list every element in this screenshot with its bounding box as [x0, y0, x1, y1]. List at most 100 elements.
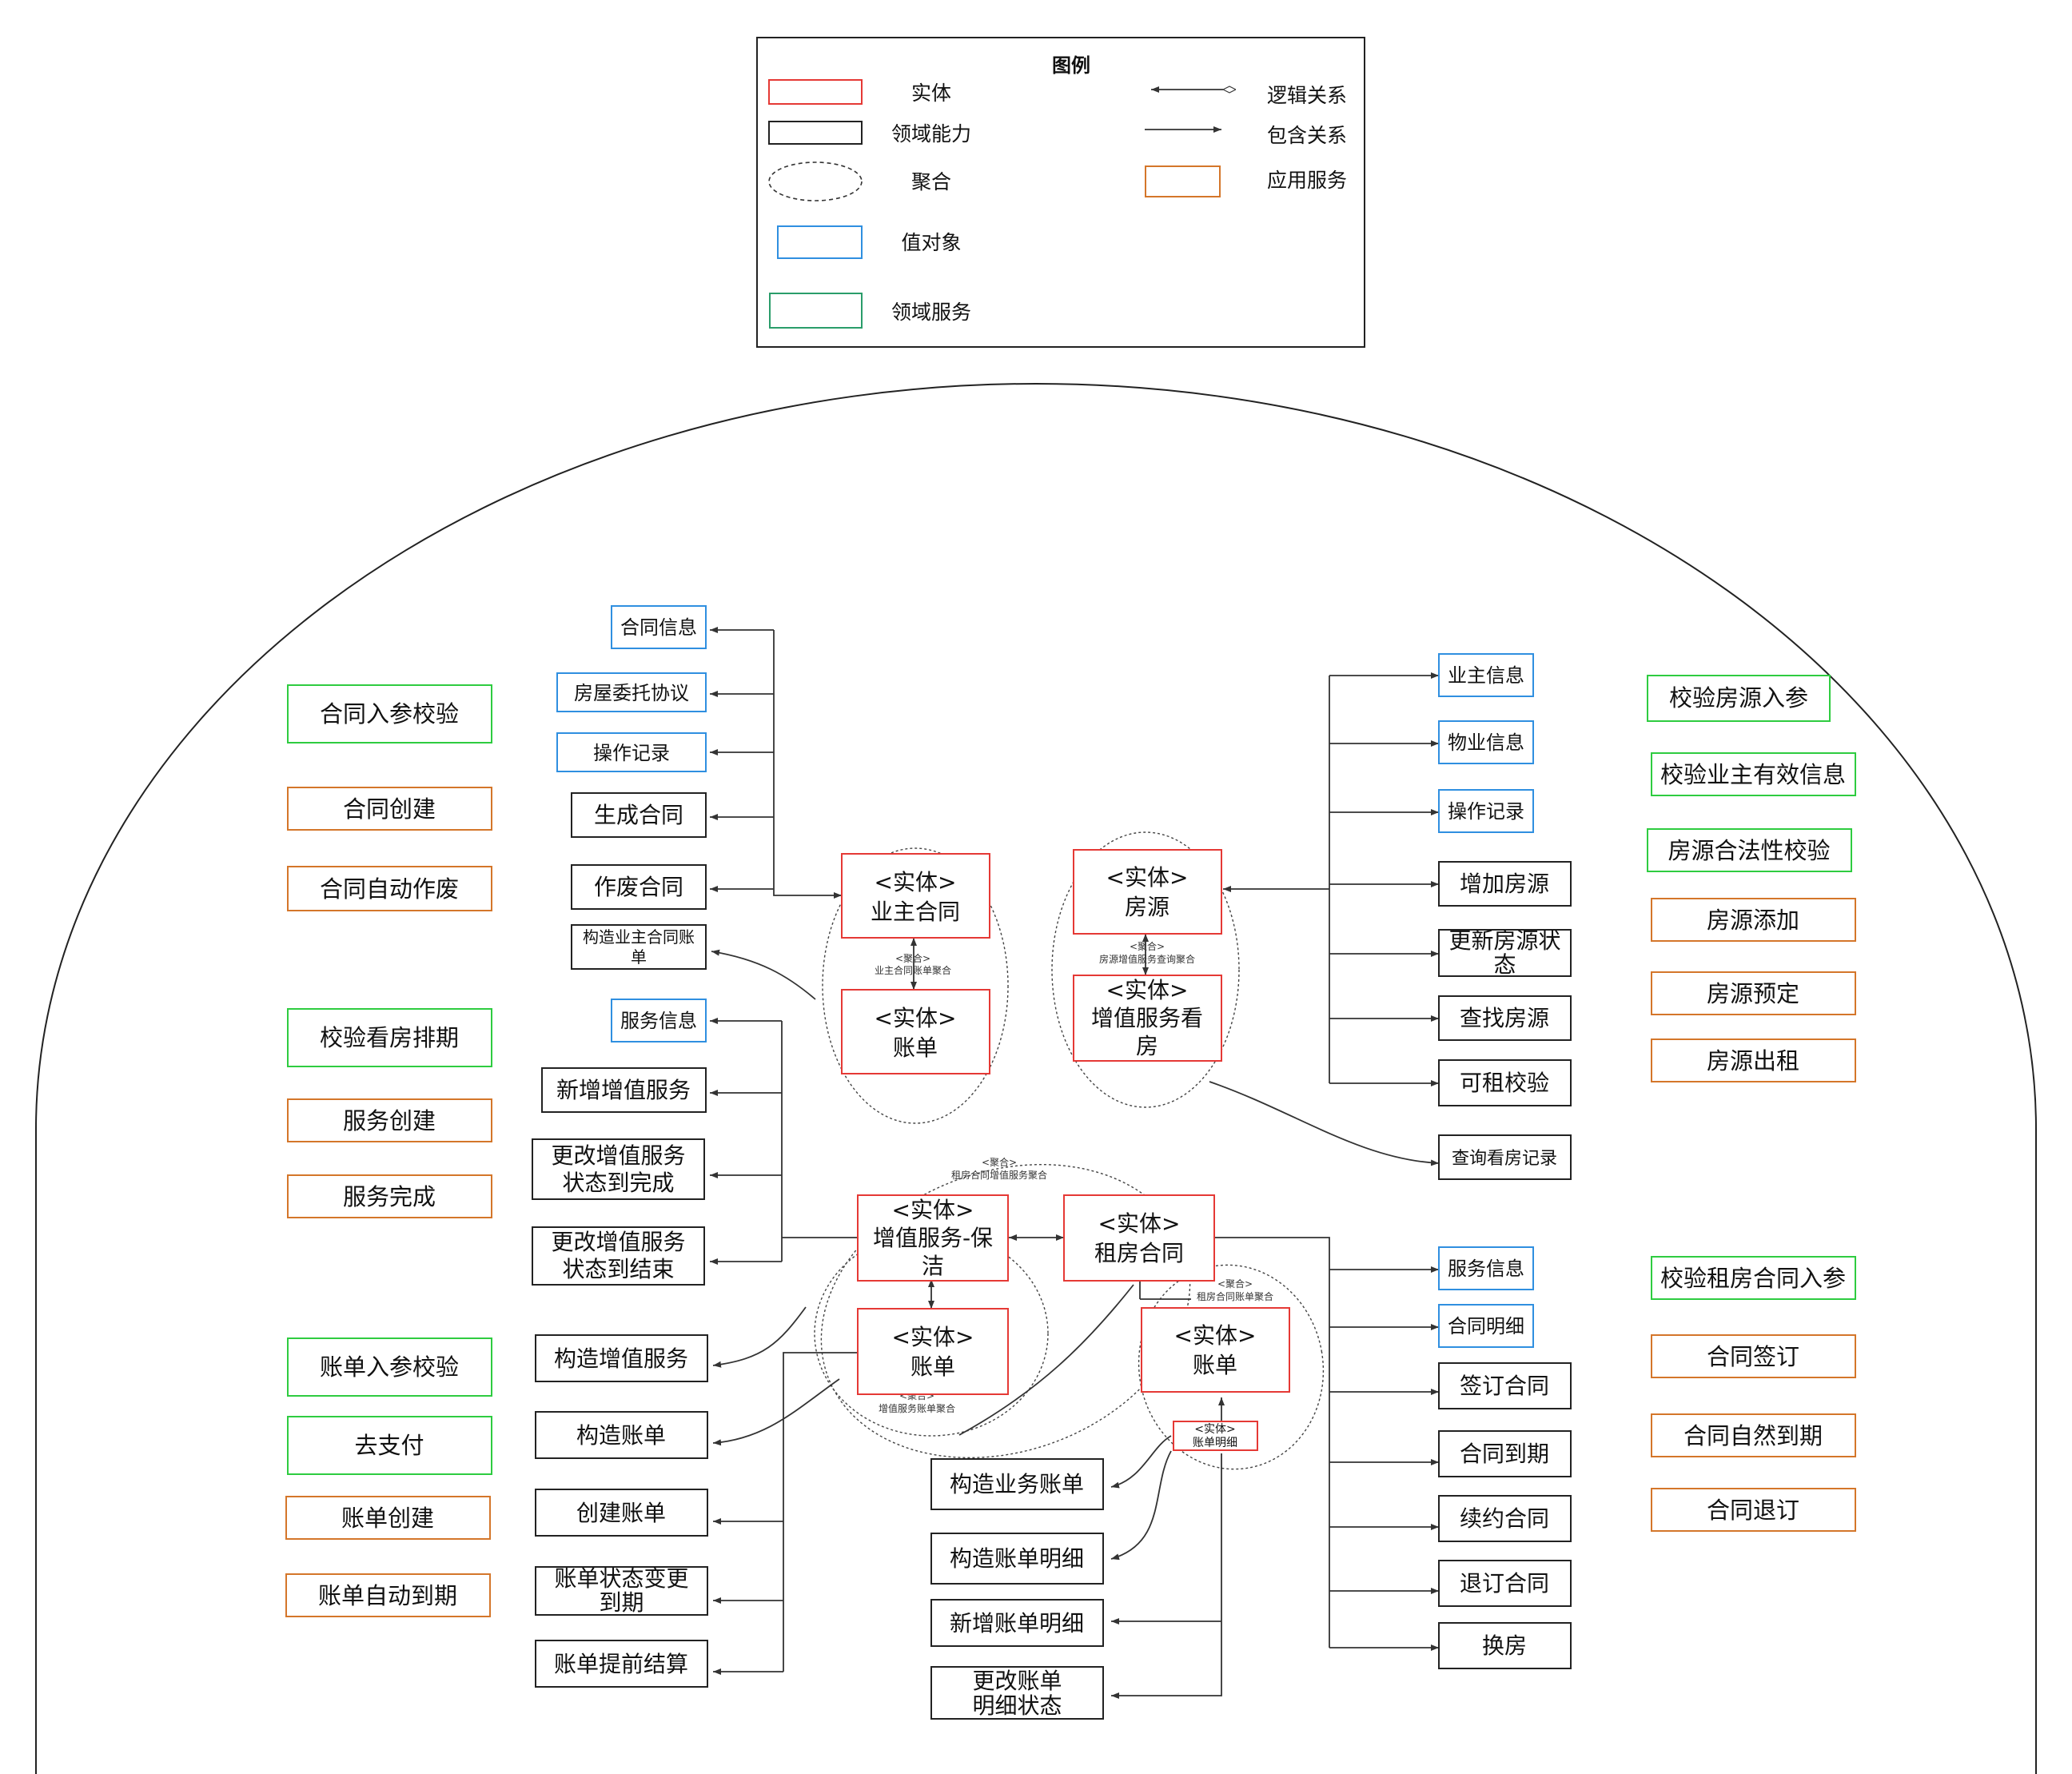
entity-rent-contract[interactable]: <实体> 租房合同: [1063, 1194, 1215, 1282]
as-service-complete-box[interactable]: [287, 1174, 492, 1218]
cap-add-house[interactable]: 增加房源: [1438, 861, 1572, 907]
ds-rent-contract-param-check-box[interactable]: [1651, 1256, 1856, 1300]
as-contract-sign[interactable]: 合同签订: [1651, 1334, 1856, 1378]
cap-void-contract[interactable]: 作废合同: [571, 864, 707, 910]
ds-bill-param-check-box[interactable]: [287, 1337, 492, 1397]
as-service-create-box[interactable]: [287, 1098, 492, 1142]
cap-add-detail-box[interactable]: [930, 1599, 1104, 1647]
cap-build-vas[interactable]: 构造增值服务: [535, 1334, 708, 1382]
as-contract-auto-void-box[interactable]: [287, 866, 492, 911]
ds-house-legal-check[interactable]: 房源合法性校验: [1647, 828, 1852, 872]
cap-build-biz-bill[interactable]: 构造业务账单: [930, 1458, 1104, 1510]
vo-contract-info-box[interactable]: [611, 605, 707, 649]
cap-renew-box[interactable]: [1438, 1495, 1572, 1542]
ds-bill-param-check[interactable]: 账单入参校验: [287, 1337, 492, 1397]
vo-entrust[interactable]: 房屋委托协议: [556, 672, 707, 712]
entity-house[interactable]: <实体> 房源: [1073, 849, 1222, 935]
cap-find-house[interactable]: 查找房源: [1438, 995, 1572, 1041]
vo-owner-info-box[interactable]: [1438, 653, 1534, 697]
vo-owner-oplog-box[interactable]: [556, 732, 707, 772]
as-contract-cancel-box[interactable]: [1651, 1488, 1856, 1532]
cap-build-bill[interactable]: 构造账单: [535, 1411, 708, 1459]
cap-rentable-check[interactable]: 可租校验: [1438, 1059, 1572, 1106]
entity-rent-bill-box[interactable]: [1141, 1307, 1290, 1393]
ds-contract-param-check-box[interactable]: [287, 684, 492, 743]
as-service-create[interactable]: 服务创建: [287, 1098, 492, 1142]
as-bill-create-box[interactable]: [285, 1496, 491, 1540]
as-contract-natural-expire-box[interactable]: [1651, 1413, 1856, 1457]
cap-add-detail[interactable]: 新增账单明细: [930, 1599, 1104, 1647]
entity-vas-bill[interactable]: <实体> 账单: [857, 1308, 1009, 1395]
as-contract-create-box[interactable]: [287, 787, 492, 831]
cap-early-settle-box[interactable]: [535, 1640, 708, 1688]
cap-expire-box[interactable]: [1438, 1430, 1572, 1477]
cap-void-contract-box[interactable]: [571, 864, 707, 910]
cap-rentable-check-box[interactable]: [1438, 1059, 1572, 1106]
cap-cancel-box[interactable]: [1438, 1560, 1572, 1607]
as-bill-auto-expire[interactable]: 账单自动到期: [285, 1573, 491, 1617]
ds-go-pay[interactable]: 去支付: [287, 1416, 492, 1475]
cap-vas-end[interactable]: 更改增值服务状态到结束: [532, 1226, 705, 1286]
vo-service-info-box[interactable]: [611, 999, 707, 1042]
cap-bill-status-expire-box[interactable]: [535, 1566, 708, 1616]
as-house-add-box[interactable]: [1651, 898, 1856, 942]
cap-build-bill-box[interactable]: [535, 1411, 708, 1459]
vo-contract-info[interactable]: 合同信息: [611, 605, 707, 649]
ds-contract-param-check[interactable]: 合同入参校验: [287, 684, 492, 743]
cap-generate-contract[interactable]: 生成合同: [571, 792, 707, 838]
ds-owner-valid-check[interactable]: 校验业主有效信息: [1651, 752, 1856, 796]
ds-house-legal-check-box[interactable]: [1647, 828, 1852, 872]
vo-owner-info[interactable]: 业主信息: [1438, 653, 1534, 697]
entity-bill-detail[interactable]: <实体> 账单明细: [1173, 1421, 1258, 1451]
cap-build-vas-box[interactable]: [535, 1334, 708, 1382]
as-house-reserve[interactable]: 房源预定: [1651, 971, 1856, 1015]
as-service-complete[interactable]: 服务完成: [287, 1174, 492, 1218]
cap-add-vas[interactable]: 新增增值服务: [541, 1067, 707, 1113]
vo-house-oplog-box[interactable]: [1438, 789, 1534, 833]
cap-build-detail-box[interactable]: [930, 1533, 1104, 1585]
vo-contract-detail-box[interactable]: [1438, 1304, 1534, 1348]
entity-house-box[interactable]: [1073, 849, 1222, 935]
cap-change-room-box[interactable]: [1438, 1622, 1572, 1669]
cap-vas-complete-box[interactable]: [532, 1138, 705, 1200]
ds-owner-valid-check-box[interactable]: [1651, 752, 1856, 796]
cap-create-bill[interactable]: 创建账单: [535, 1489, 708, 1537]
cap-build-biz-bill-box[interactable]: [930, 1458, 1104, 1510]
as-contract-sign-box[interactable]: [1651, 1334, 1856, 1378]
cap-early-settle[interactable]: 账单提前结算: [535, 1640, 708, 1688]
entity-vas-clean[interactable]: <实体> 增值服务-保 洁: [857, 1194, 1009, 1282]
cap-viewing-records[interactable]: 查询看房记录: [1438, 1134, 1572, 1180]
cap-expire[interactable]: 合同到期: [1438, 1430, 1572, 1477]
entity-owner-contract-box[interactable]: [841, 853, 990, 939]
vo-rent-service-info-box[interactable]: [1438, 1246, 1534, 1290]
vo-contract-detail[interactable]: 合同明细: [1438, 1304, 1534, 1348]
entity-vas-bill-box[interactable]: [857, 1308, 1009, 1395]
as-house-reserve-box[interactable]: [1651, 971, 1856, 1015]
cap-build-owner-bill-box[interactable]: [571, 924, 707, 970]
as-house-rent-box[interactable]: [1651, 1038, 1856, 1082]
cap-cancel[interactable]: 退订合同: [1438, 1560, 1572, 1607]
ds-viewing-schedule-check-box[interactable]: [287, 1008, 492, 1067]
as-house-rent[interactable]: 房源出租: [1651, 1038, 1856, 1082]
ds-house-param-check[interactable]: 校验房源入参: [1647, 675, 1831, 722]
vo-owner-oplog[interactable]: 操作记录: [556, 732, 707, 772]
entity-rent-bill[interactable]: <实体> 账单: [1141, 1307, 1290, 1393]
ds-rent-contract-param-check[interactable]: 校验租房合同入参: [1651, 1256, 1856, 1300]
cap-change-detail[interactable]: 更改账单明细状态: [930, 1666, 1104, 1720]
cap-change-room[interactable]: 换房: [1438, 1622, 1572, 1669]
entity-owner-bill[interactable]: <实体> 账单: [841, 989, 990, 1074]
entity-owner-bill-box[interactable]: [841, 989, 990, 1074]
vo-house-oplog[interactable]: 操作记录: [1438, 789, 1534, 833]
entity-rent-contract-box[interactable]: [1063, 1194, 1215, 1282]
cap-add-vas-box[interactable]: [541, 1067, 707, 1113]
entity-bill-detail-box[interactable]: [1173, 1421, 1258, 1451]
entity-owner-contract[interactable]: <实体> 业主合同: [841, 853, 990, 939]
cap-renew[interactable]: 续约合同: [1438, 1495, 1572, 1542]
cap-vas-end-box[interactable]: [532, 1226, 705, 1286]
cap-sign-box[interactable]: [1438, 1362, 1572, 1409]
as-contract-create[interactable]: 合同创建: [287, 787, 492, 831]
vo-service-info[interactable]: 服务信息: [611, 999, 707, 1042]
as-contract-natural-expire[interactable]: 合同自然到期: [1651, 1413, 1856, 1457]
cap-sign[interactable]: 签订合同: [1438, 1362, 1572, 1409]
vo-property-info[interactable]: 物业信息: [1438, 720, 1534, 764]
